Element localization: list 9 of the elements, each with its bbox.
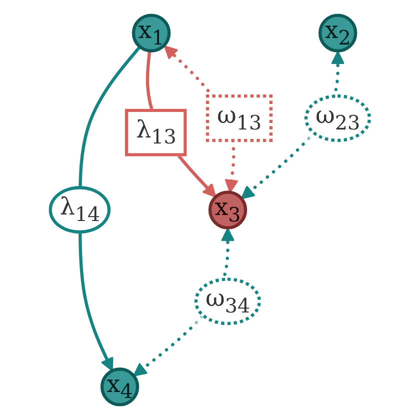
edge-label: ω$_{23}$: [316, 100, 360, 134]
edge-label: ω$_{13}$: [217, 100, 262, 134]
node-circle: x$_{2}$: [318, 14, 358, 52]
node-circle: x$_{1}$: [132, 14, 171, 52]
node-circle: x$_{3}$: [208, 190, 248, 230]
edge-label: λ$_{13}$: [136, 115, 176, 148]
node-circle: x$_{4}$: [100, 368, 140, 406]
edge-label: ω$_{34}$: [205, 284, 250, 318]
edge-label: λ$_{14}$: [60, 192, 100, 226]
